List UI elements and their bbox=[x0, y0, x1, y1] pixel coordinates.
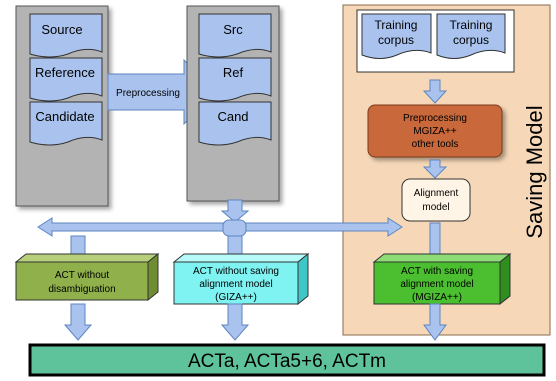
act-box-2-line3: (GIZA++) bbox=[215, 292, 257, 303]
junction-node bbox=[222, 219, 247, 237]
output-metrics-label: ACTa, ACTa5+6, ACTm bbox=[188, 351, 386, 372]
doc-source-label: Source bbox=[41, 22, 82, 37]
training-corpus-2: Training corpus bbox=[436, 13, 506, 59]
act-box-2-line1: ACT without saving bbox=[193, 266, 279, 277]
arrow-act-1-to-output bbox=[63, 303, 93, 341]
alignment-model-line1: Alignment bbox=[414, 188, 459, 199]
doc-candidate-label: Candidate bbox=[35, 109, 94, 124]
doc-src: Src bbox=[198, 13, 272, 58]
act-with-saving-box: ACT with saving alignment model (MGIZA++… bbox=[372, 252, 512, 306]
act-box-1-line2: disambiguation bbox=[48, 284, 115, 295]
arrow-tools-to-alignment bbox=[422, 159, 448, 179]
alignment-model-line2: model bbox=[422, 202, 449, 213]
doc-ref-label: Ref bbox=[223, 65, 244, 80]
arrow-act-3-to-output bbox=[423, 303, 447, 341]
doc-cand: Cand bbox=[198, 101, 272, 146]
arrow-act-2-to-output bbox=[220, 303, 250, 341]
distribution-double-arrow bbox=[37, 217, 403, 237]
tools-line3: other tools bbox=[412, 139, 459, 150]
training-corpus-1: Training corpus bbox=[361, 13, 432, 59]
alignment-model-box bbox=[401, 178, 471, 222]
tools-line1: Preprocessing bbox=[403, 113, 467, 124]
doc-candidate: Candidate bbox=[29, 101, 103, 146]
doc-cand-label: Cand bbox=[217, 109, 248, 124]
doc-src-label: Src bbox=[223, 22, 243, 37]
doc-source: Source bbox=[29, 13, 103, 58]
act-box-3-line1: ACT with saving bbox=[401, 266, 473, 277]
preprocessing-tools-box bbox=[367, 104, 503, 158]
training-corpus-2-line2: corpus bbox=[453, 33, 489, 47]
preprocessing-label: Preprocessing bbox=[116, 88, 180, 99]
saving-model-title: Saving Model bbox=[522, 105, 547, 238]
doc-ref: Ref bbox=[198, 57, 272, 102]
doc-reference-label: Reference bbox=[35, 65, 95, 80]
doc-reference: Reference bbox=[29, 57, 103, 102]
arrow-panel-to-junction bbox=[220, 199, 250, 223]
act-box-3-line2: alignment model bbox=[400, 279, 473, 290]
act-without-disambiguation-box: ACT without disambiguation bbox=[14, 252, 160, 302]
training-corpus-1-line1: Training bbox=[375, 18, 418, 32]
act-box-1-line1: ACT without bbox=[55, 270, 110, 281]
tools-line2: MGIZA++ bbox=[413, 126, 457, 137]
act-box-2-line2: alignment model bbox=[199, 279, 272, 290]
act-without-saving-box: ACT without saving alignment model (GIZA… bbox=[172, 252, 310, 306]
training-corpus-2-line1: Training bbox=[450, 18, 493, 32]
training-corpus-1-line2: corpus bbox=[378, 33, 414, 47]
act-box-3-line3: (MGIZA++) bbox=[412, 292, 462, 303]
arrow-corpus-to-tools bbox=[422, 79, 448, 104]
output-metrics-bar bbox=[28, 343, 546, 377]
